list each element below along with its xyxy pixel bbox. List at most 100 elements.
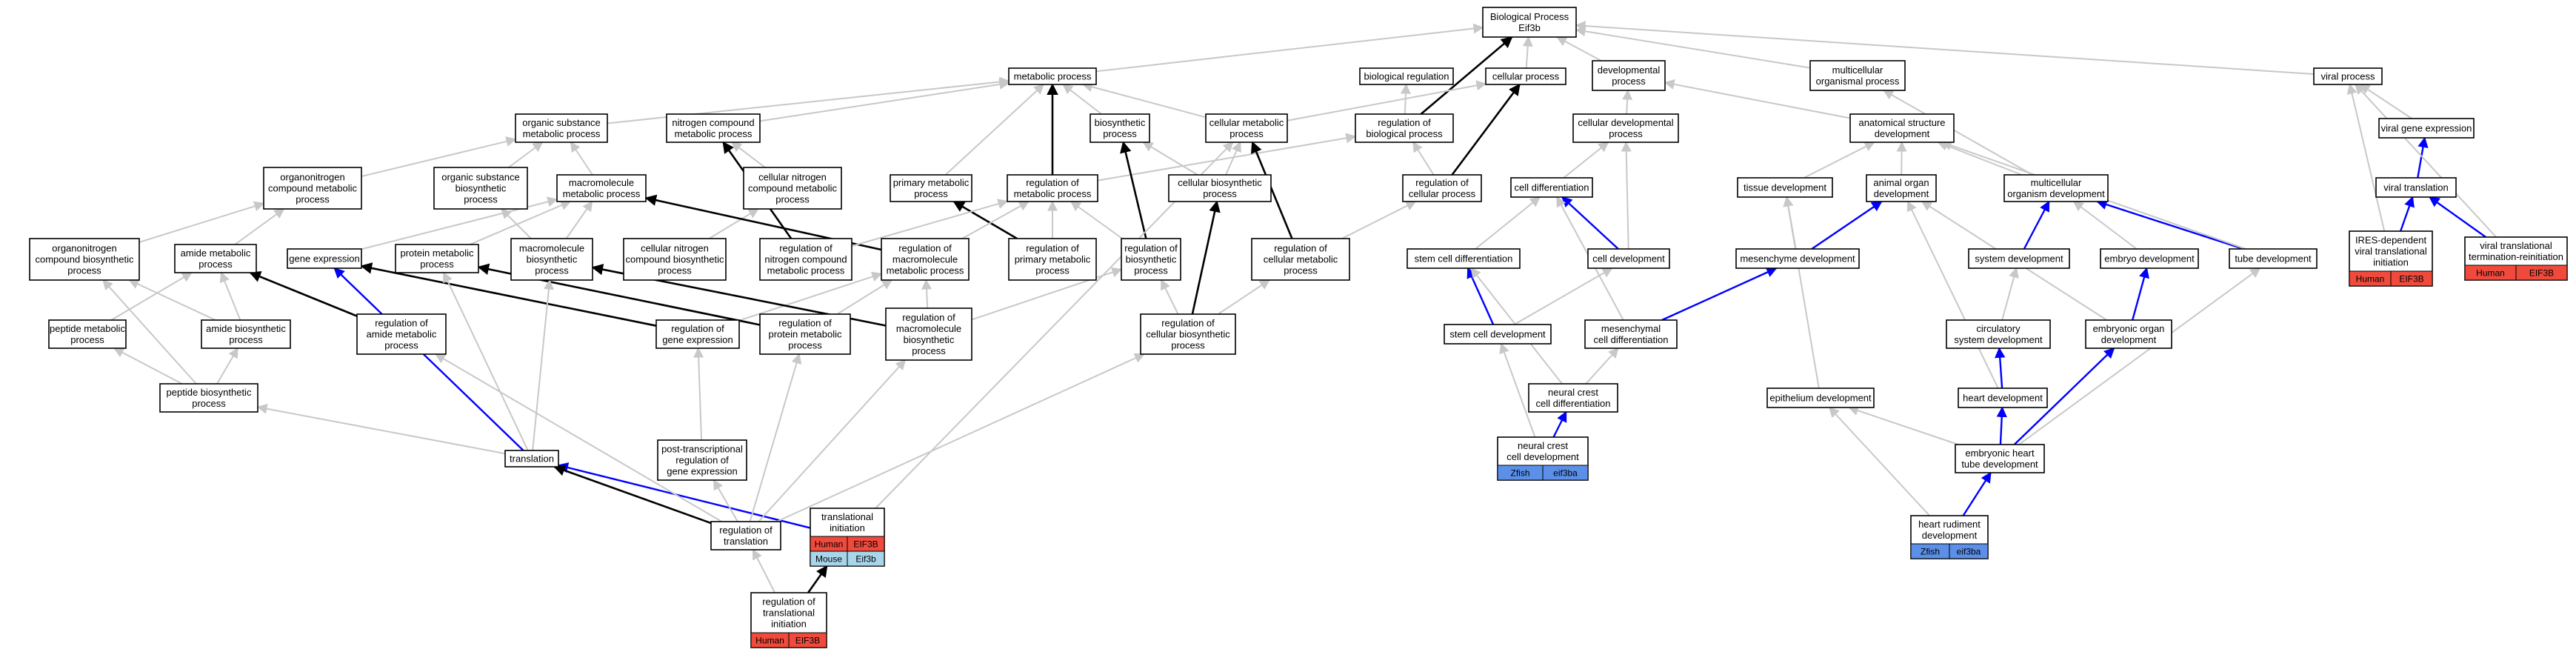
term-label-line: process <box>1609 128 1643 139</box>
term-label-line: heart development <box>1963 393 2043 404</box>
term-label-line: stem cell differentiation <box>1415 253 1513 265</box>
term-tube-development[interactable]: tube development <box>2229 248 2318 269</box>
term-cell-development[interactable]: cell development <box>1587 248 1670 269</box>
term-box <box>1485 67 1566 85</box>
term-system-development[interactable]: system development <box>1968 248 2070 269</box>
term-label-line: viral translational <box>2480 240 2552 251</box>
term-stem-cell-differentiation[interactable]: stem cell differentiation <box>1407 248 1521 269</box>
term-box <box>1958 387 2048 408</box>
term-embryo-development[interactable]: embryo development <box>2100 248 2199 269</box>
term-mesenchyme-development[interactable]: mesenchyme development <box>1735 248 1860 269</box>
term-viral-translation[interactable]: viral translation <box>2375 177 2457 198</box>
term-box <box>504 450 559 468</box>
term-translation[interactable]: translation <box>504 450 559 468</box>
term-label-line: cell differentiation <box>1536 398 1611 409</box>
term-label-line: cellular process <box>1492 71 1560 82</box>
term-metabolic-process[interactable]: metabolic process <box>1008 67 1097 85</box>
term-label-line: gene expression <box>289 253 359 265</box>
term-box <box>890 174 972 202</box>
term-label-line: embryo development <box>2104 253 2195 265</box>
term-label-line: neural crest <box>1518 440 1568 451</box>
term-cell-differentiation[interactable]: cell differentiation <box>1510 177 1593 198</box>
term-viral-gene-expression[interactable]: viral gene expression <box>2378 118 2475 139</box>
term-label-line: amide metabolic <box>181 247 251 259</box>
term-gene-expression[interactable]: gene expression <box>287 248 362 269</box>
term-regulation-of-translational-initiation[interactable]: regulation oftranslationalinitiationHuma… <box>750 592 827 648</box>
edge-part-of-embryonic-organ-development-to-embryo-development <box>2132 267 2149 321</box>
term-cellular-process[interactable]: cellular process <box>1485 67 1566 85</box>
term-label-line: cell differentiation <box>1515 182 1589 193</box>
term-stem-cell-development[interactable]: stem cell development <box>1444 324 1552 345</box>
term-biological-regulation[interactable]: biological regulation <box>1359 67 1454 85</box>
term-box <box>1735 248 1860 269</box>
term-box <box>1737 177 1833 198</box>
term-heart-development[interactable]: heart development <box>1958 387 2048 408</box>
term-regulation-of-macromolecule-biosynthetic-process[interactable]: regulation ofmacromoleculebiosyntheticpr… <box>885 307 972 361</box>
term-viral-process[interactable]: viral process <box>2313 67 2383 85</box>
term-viral-translational-termination-reinitiation[interactable]: viral translationaltermination-reinitiat… <box>2464 236 2568 281</box>
term-tissue-development[interactable]: tissue development <box>1737 177 1833 198</box>
edge-is-a-organic-substance-biosynthetic-process-to-organic-substance-metabolic-process <box>508 142 544 168</box>
term-epithelium-development[interactable]: epithelium development <box>1766 387 1875 408</box>
term-label-line: viral translational <box>2355 246 2427 257</box>
term-label-line: regulation of <box>778 318 832 329</box>
term-label-line: stem cell development <box>1449 329 1546 340</box>
term-label-line: regulation of <box>762 596 815 608</box>
